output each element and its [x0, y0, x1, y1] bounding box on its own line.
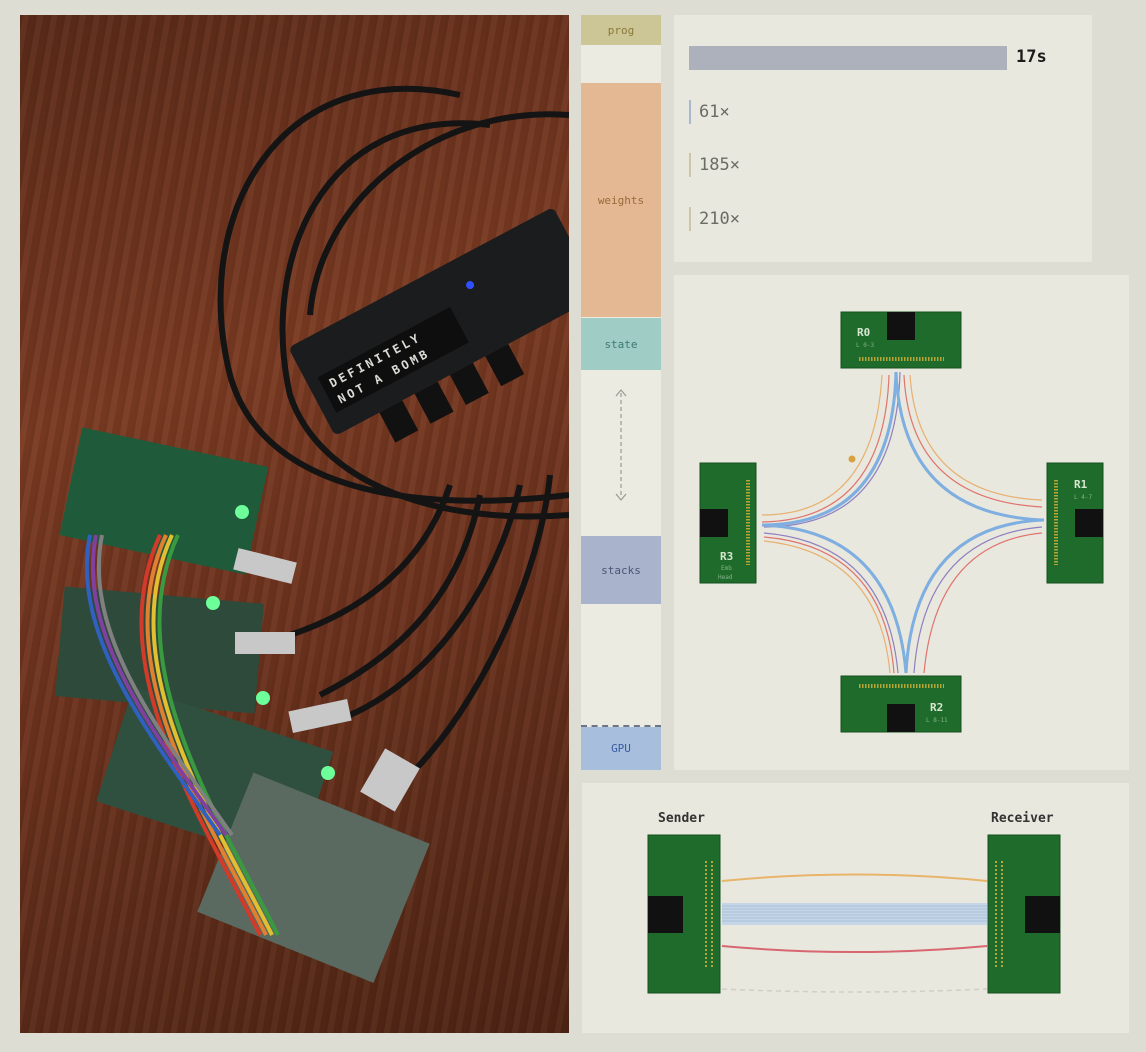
ratio-label: 185× [699, 155, 740, 175]
segment-prog: prog [581, 15, 661, 45]
segment-weights-label: weights [597, 193, 645, 207]
node-r2-label: R2 [930, 701, 943, 714]
segment-stacks-label: stacks [601, 563, 641, 577]
link-r1-r2-purple [913, 526, 1043, 674]
link-r3-r2-purple [763, 532, 899, 674]
link-r0-r3-red [761, 374, 890, 523]
node-r1-layers: L 4-7 [1074, 494, 1092, 501]
receiver-board[interactable] [987, 834, 1061, 994]
segment-stacks: stacks [581, 536, 661, 604]
pcb-stack [55, 427, 430, 983]
ribbon-cable [84, 534, 280, 936]
node-r3-sub: Emb [721, 565, 732, 572]
wire-bottom [721, 945, 988, 953]
packet-dot [848, 455, 856, 463]
segment-state-label: state [604, 337, 638, 351]
ratio-label: 61× [699, 102, 730, 122]
segment-prog-label: prog [607, 23, 635, 37]
receiver-label: Receiver [991, 811, 1054, 826]
ratio-label: 210× [699, 209, 740, 229]
link-r0-r3-purple [763, 371, 901, 528]
sender-label: Sender [658, 811, 705, 826]
ratio-tick [689, 153, 691, 177]
link-r3-r2-red [763, 536, 895, 674]
p2p-diagram: Sender Receiver [647, 811, 1061, 994]
segment-gpu: GPU [581, 727, 661, 770]
double-arrow-vertical-icon [615, 389, 627, 501]
time-label: 17s [1016, 47, 1047, 67]
sender-board[interactable] [647, 834, 721, 994]
link-r0-r3-orange [761, 374, 883, 516]
node-r1-label: R1 [1074, 478, 1088, 491]
usb-cables [217, 85, 569, 778]
link-r0-r1-orange [909, 374, 1043, 501]
ratio-row: 210× [689, 207, 740, 231]
hardware-photo: DEFINITELY NOT A BOMB [20, 15, 569, 1033]
usb-hub: DEFINITELY NOT A BOMB [290, 209, 569, 443]
wire-bundle [722, 903, 987, 925]
ratio-tick [689, 207, 691, 231]
node-r3-label: R3 [720, 550, 733, 563]
gpu-boundary-divider [581, 725, 661, 727]
node-r0[interactable]: R0 L 0-3 [840, 311, 962, 369]
link-r0-r3-blue [761, 371, 898, 527]
node-r2-layers: L 8-11 [926, 717, 948, 724]
node-r0-label: R0 [857, 326, 870, 339]
receiver-chip [1025, 896, 1060, 933]
link-r3-r2-blue [761, 523, 908, 674]
photo-illustration: DEFINITELY NOT A BOMB [55, 85, 569, 983]
speedup-stats-panel: 17s 61× 185× 210× [674, 15, 1092, 262]
sender-chip [648, 896, 683, 933]
memory-layout-column: prog weights state stacks GPU [581, 15, 661, 770]
link-r3-r2-orange [763, 540, 891, 674]
link-r0-r1-blue [894, 371, 1045, 522]
ring-links [761, 371, 1045, 674]
link-r1-r2-red [923, 532, 1043, 674]
node-r3[interactable]: R3 Emb Head [699, 462, 757, 584]
link-r0-r1-red [903, 374, 1043, 508]
node-r0-layers: L 0-3 [856, 342, 874, 349]
hub-led [466, 281, 475, 290]
segment-state: state [581, 318, 661, 370]
time-bar [689, 46, 1007, 70]
node-r1[interactable]: R1 L 4-7 [1046, 462, 1104, 584]
sender-receiver-panel: Sender Receiver [582, 783, 1129, 1033]
node-r2[interactable]: R2 L 8-11 [840, 675, 962, 733]
node-r3-sub2: Head [718, 574, 733, 581]
wire-dashed [721, 988, 988, 993]
ring-diagram: R0 L 0-3 R1 L 4-7 R2 L 8-11 R3 Emb Head [699, 311, 1104, 733]
ring-topology-panel: R0 L 0-3 R1 L 4-7 R2 L 8-11 R3 Emb Head [674, 275, 1129, 770]
ratio-tick [689, 100, 691, 124]
link-r1-r2-blue [904, 518, 1045, 674]
wire-top [721, 873, 988, 882]
ratio-row: 185× [689, 153, 740, 177]
segment-weights: weights [581, 83, 661, 317]
segment-gpu-label: GPU [611, 742, 631, 755]
ratio-row: 61× [689, 100, 730, 124]
